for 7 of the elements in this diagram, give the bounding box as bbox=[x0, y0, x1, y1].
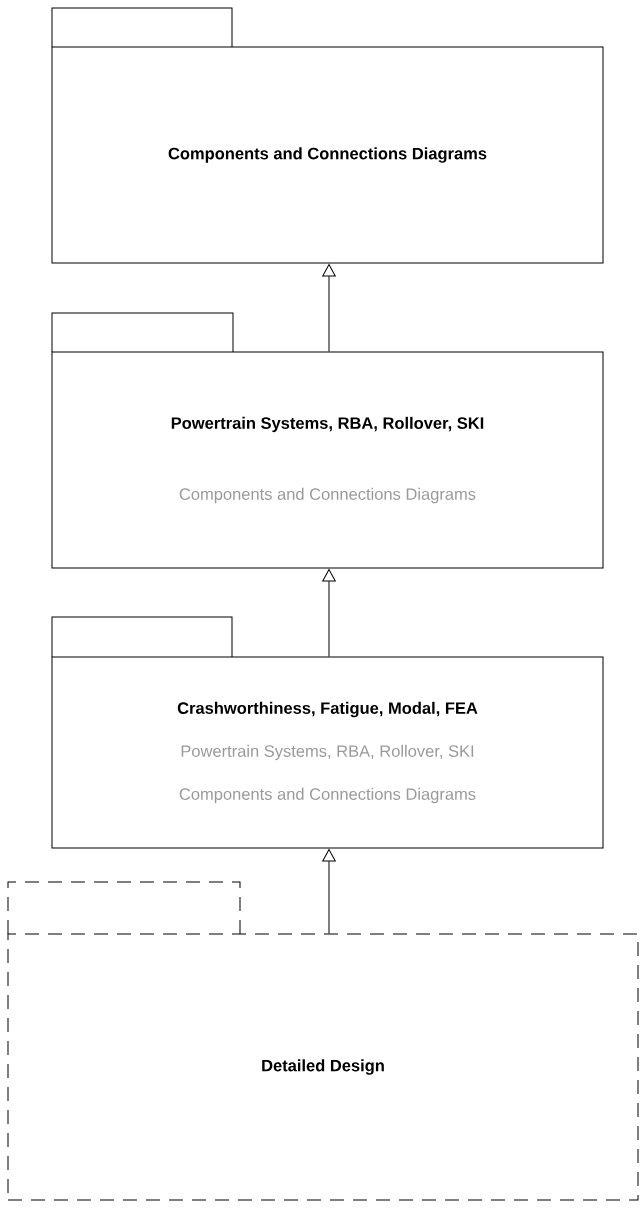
package-box: Powertrain Systems, RBA, Rollover, SKI Components and Connections Diagrams bbox=[51, 312, 604, 569]
package-box: Detailed Design bbox=[7, 881, 639, 1201]
generalization-arrow bbox=[322, 849, 336, 934]
generalization-arrow bbox=[322, 569, 336, 657]
generalization-arrow bbox=[322, 264, 336, 352]
package-box: Crashworthiness, Fatigue, Modal, FEA Powertrain Systems, RBA, Rollover, SKI Components and Connections Diagrams bbox=[51, 616, 604, 849]
package-box: Components and Connections Diagrams bbox=[51, 7, 604, 264]
